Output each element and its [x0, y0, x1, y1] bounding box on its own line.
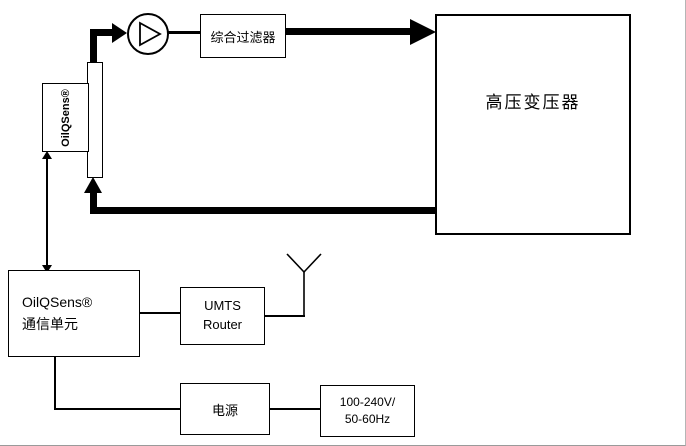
flow-arrowhead-to-pump: [112, 23, 127, 43]
oilqsens-sensor-label: OilQSens®: [59, 88, 72, 147]
line-umts-to-antenna: [265, 315, 305, 317]
flow-line-sensor-up: [90, 33, 97, 64]
mains-label-line1: 100-240V/: [339, 394, 396, 409]
pump-icon: [127, 13, 169, 55]
power-box: 电源: [180, 383, 270, 435]
flow-line-return-horizontal: [93, 207, 435, 214]
umts-router-box: UMTS Router: [180, 287, 265, 345]
flow-arrowhead-to-transformer: [410, 19, 436, 45]
mains-box: 100-240V/ 50-60Hz: [320, 385, 415, 437]
antenna-icon: [286, 253, 322, 316]
line-comm-to-power: [54, 408, 180, 410]
comm-unit-label-line1: OilQSens®: [22, 293, 93, 310]
comm-unit-label-line2: 通信单元: [22, 315, 78, 332]
comm-unit-box: OilQSens® 通信单元: [8, 270, 140, 357]
line-power-to-mains: [270, 408, 320, 410]
flow-line-return-vertical: [90, 191, 97, 214]
line-pump-to-filter: [168, 31, 200, 34]
line-comm-to-umts: [140, 312, 180, 314]
mains-label-line2: 50-60Hz: [344, 412, 391, 426]
transformer-box: 高压变压器: [435, 14, 631, 235]
umts-label-line1: UMTS: [204, 298, 241, 314]
link-arrowhead-up: [42, 151, 52, 159]
flow-line-sensor-right: [90, 29, 114, 36]
link-line-sensor-comm: [46, 158, 48, 266]
flow-arrowhead-to-sensor: [84, 177, 102, 193]
sensor-tube: [87, 62, 103, 178]
filter-box: 综合过滤器: [200, 14, 286, 58]
link-arrowhead-down: [42, 265, 52, 273]
filter-label: 综合过滤器: [210, 29, 276, 45]
umts-label-line2: Router: [202, 317, 243, 332]
line-comm-down: [54, 357, 56, 409]
oilqsens-sensor-box: OilQSens®: [42, 83, 89, 152]
power-label: 电源: [211, 402, 238, 418]
transformer-label: 高压变压器: [485, 93, 581, 112]
flow-line-filter-to-transformer: [286, 28, 412, 35]
